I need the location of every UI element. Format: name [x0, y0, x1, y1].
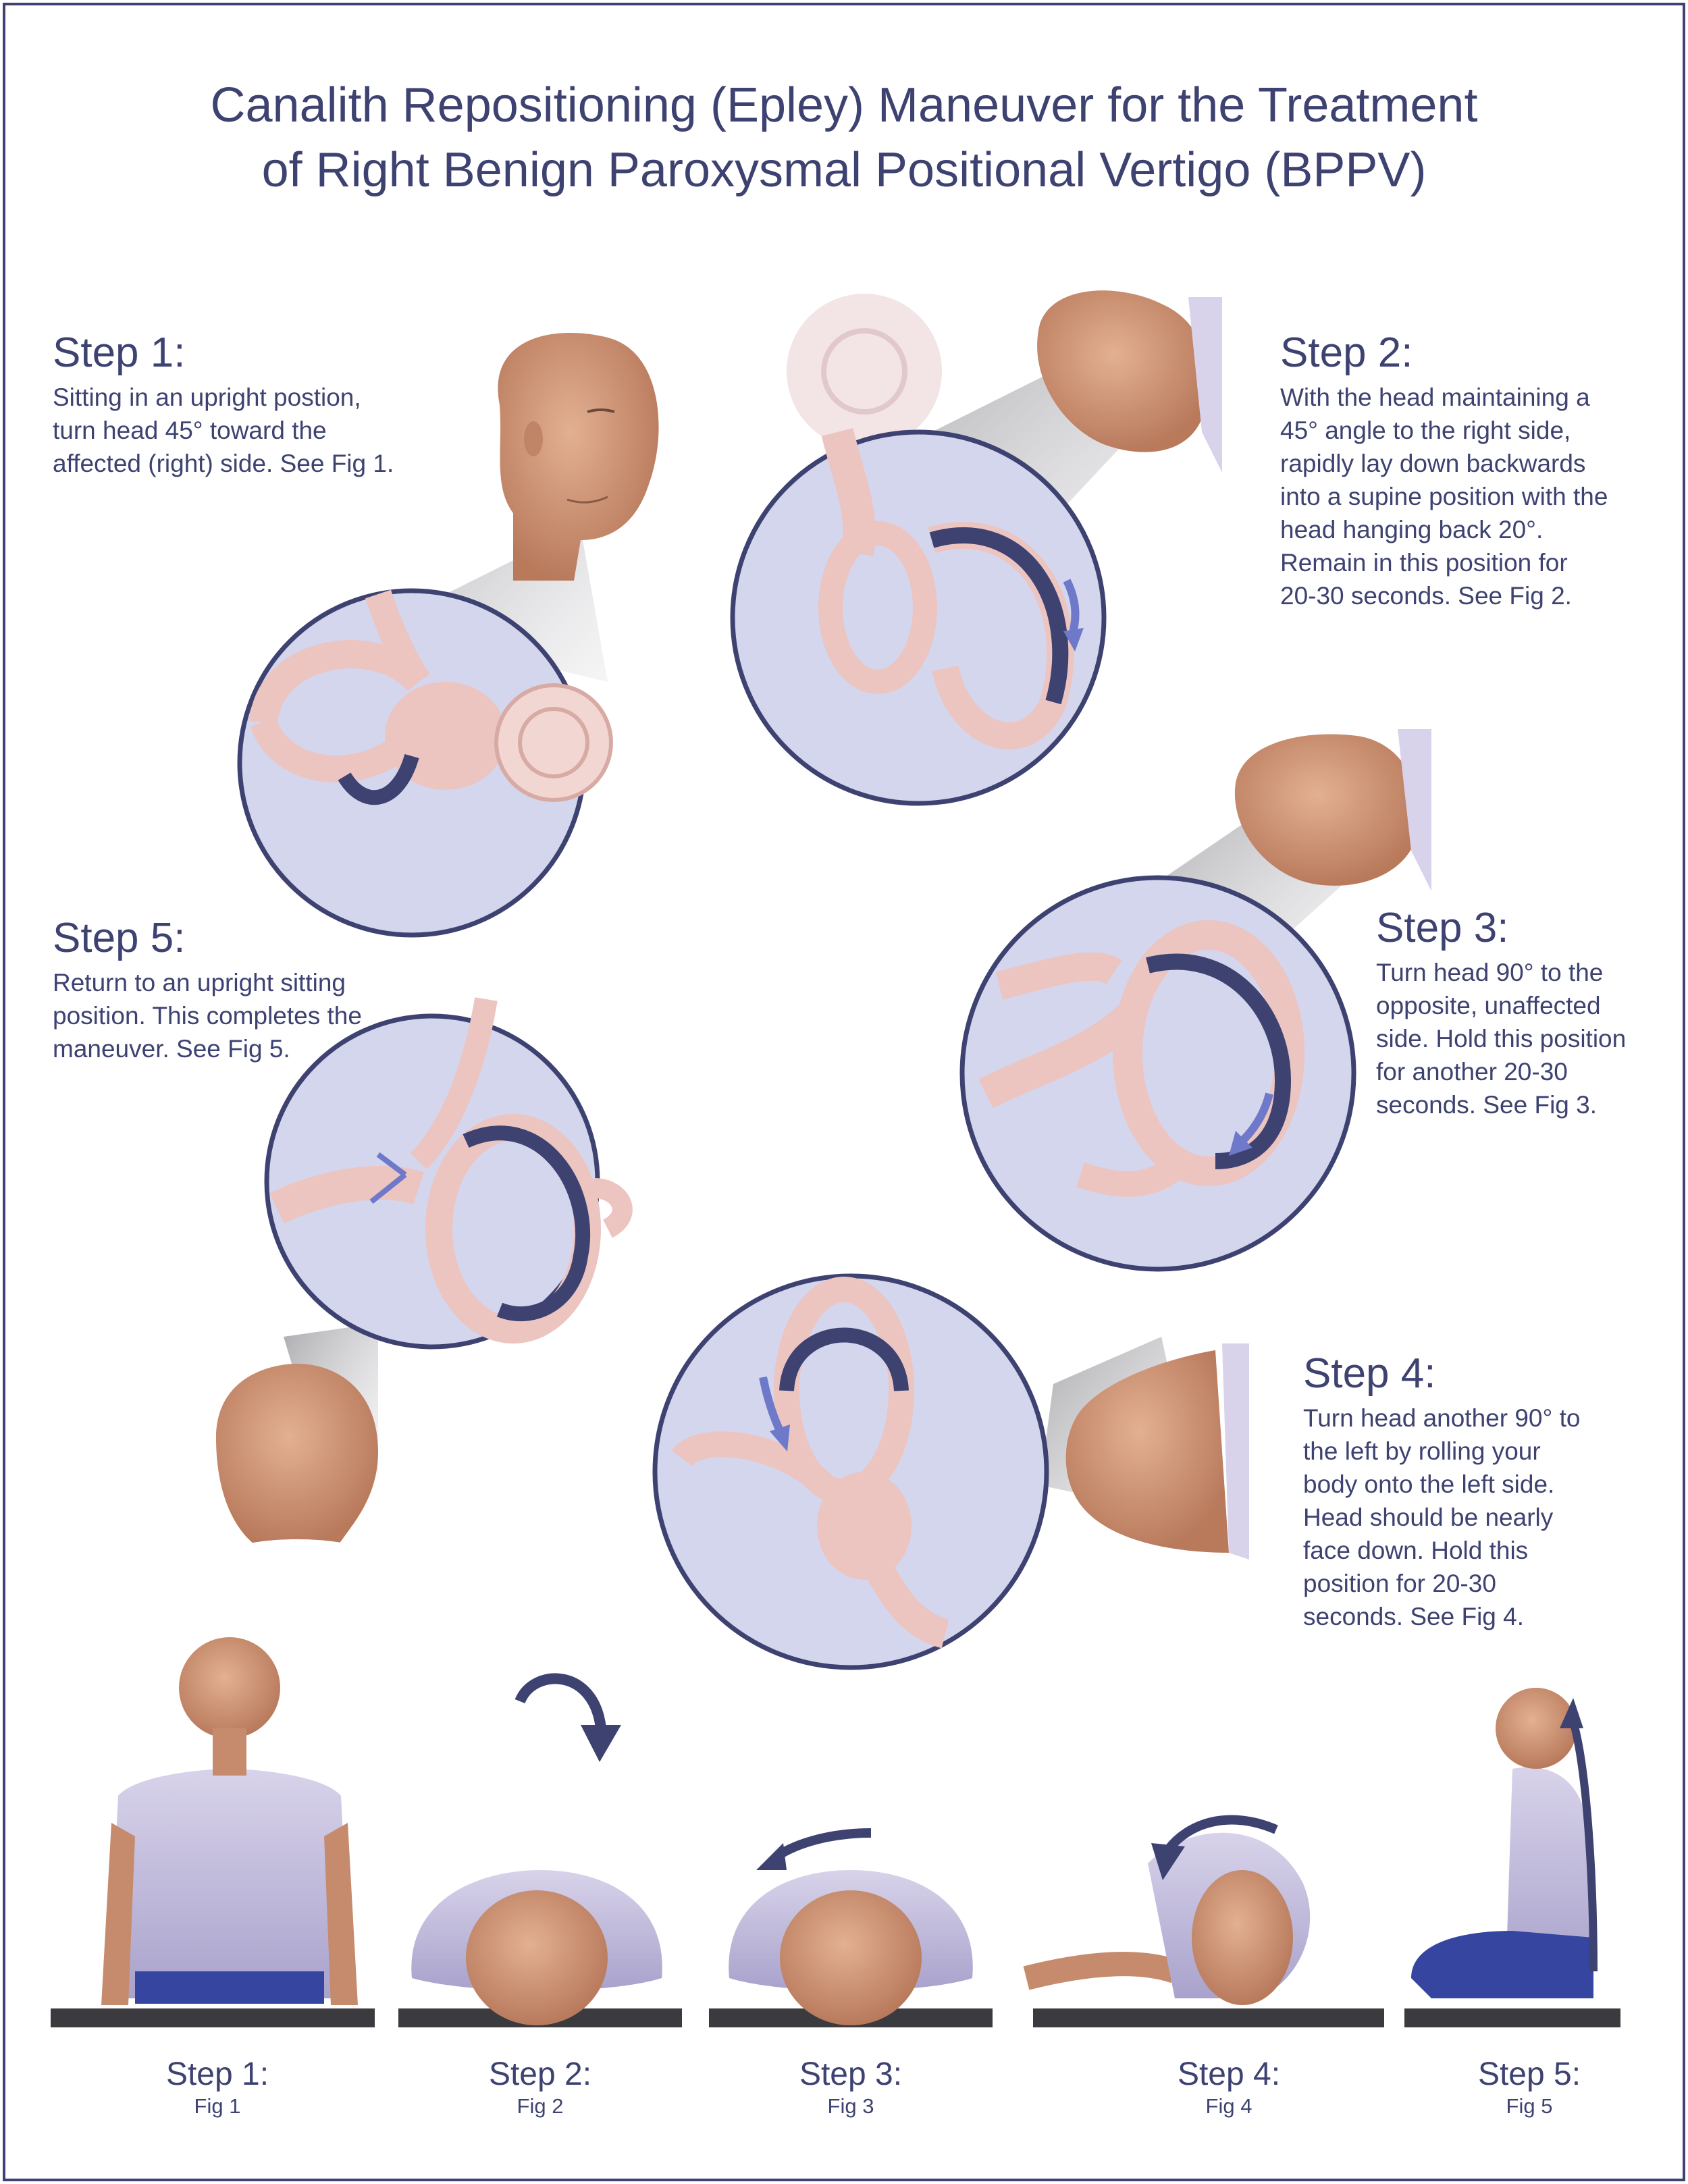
fig5-drawing [1404, 1688, 1620, 2027]
title-line-2: of Right Benign Paroxysmal Positional Ve… [261, 143, 1427, 197]
step4-illustration [652, 1273, 1249, 1670]
fig2-step-label: Step 2: [488, 2056, 592, 2092]
step2-head [1037, 290, 1222, 473]
fig4-drawing [1023, 1815, 1384, 2027]
fig4-label: Fig 4 [1205, 2094, 1252, 2118]
step5-line-2: position. This completes the [53, 1002, 362, 1030]
step4-line-7: seconds. See Fig 4. [1303, 1603, 1525, 1630]
step3-text-block: Step 3: Turn head 90° to the opposite, u… [1376, 905, 1673, 1121]
step3-head [1234, 729, 1431, 891]
step5-text-block: Step 5: Return to an upright sitting pos… [53, 915, 458, 1065]
step2-heading: Step 2: [1280, 329, 1413, 376]
fig3-arrow [774, 1828, 872, 1861]
step2-line-5: head hanging back 20°. [1280, 516, 1544, 543]
fig4-caption: Step 4: Fig 4 [1128, 2056, 1330, 2119]
title-line-1: Canalith Repositioning (Epley) Maneuver … [210, 78, 1478, 132]
fig5-arrow [1569, 1720, 1598, 1972]
fig4-arrow [1164, 1815, 1278, 1853]
step4-head [1065, 1343, 1249, 1560]
step5-canal-drawing [269, 997, 633, 1343]
fig3-drawing [709, 1828, 993, 2027]
step4-inner-ear-circle [652, 1273, 1049, 1670]
step2-line-1: With the head maintaining a [1280, 383, 1590, 411]
fig5-bench [1404, 2008, 1620, 2027]
fig4-step-label: Step 4: [1177, 2056, 1281, 2092]
fig3-step-label: Step 3: [799, 2056, 903, 2092]
step1-illustration [237, 333, 659, 938]
step4-line-5: face down. Hold this [1303, 1537, 1529, 1564]
step1-text-block: Step 1: Sitting in an upright postion, t… [53, 329, 458, 480]
step2-canal-drawing [818, 428, 1084, 750]
step3-line-1: Turn head 90° to the [1376, 959, 1604, 986]
step2-line-6: Remain in this position for [1280, 549, 1568, 577]
step1-canal-drawing [249, 589, 613, 805]
step2-cochlea [787, 294, 942, 449]
step5-heading: Step 5: [53, 915, 186, 961]
fig3-label: Fig 3 [827, 2094, 874, 2118]
step5-line-1: Return to an upright sitting [53, 969, 346, 996]
step3-line-4: for another 20-30 [1376, 1058, 1568, 1086]
fig2-caption: Step 2: Fig 2 [439, 2056, 641, 2119]
step3-line-5: seconds. See Fig 3. [1376, 1091, 1598, 1119]
step2-line-7: 20-30 seconds. See Fig 2. [1280, 582, 1572, 610]
fig3-caption: Step 3: Fig 3 [749, 2056, 952, 2119]
step3-heading: Step 3: [1376, 905, 1509, 951]
fig1-step-label: Step 1: [165, 2056, 269, 2092]
fig2-drawing [398, 1673, 682, 2027]
fig5-step-label: Step 5: [1477, 2056, 1581, 2092]
step3-line-3: side. Hold this position [1376, 1025, 1627, 1053]
step3-line-2: opposite, unaffected [1376, 992, 1601, 1019]
step3-canal-drawing [978, 920, 1304, 1197]
step1-line-1: Sitting in an upright postion, [53, 383, 361, 411]
page-border [3, 3, 1685, 2181]
step4-heading: Step 4: [1303, 1350, 1436, 1397]
fig1-drawing [51, 1637, 375, 2027]
fig1-bench [51, 2008, 375, 2027]
step4-text-block: Step 4: Turn head another 90° to the lef… [1303, 1350, 1654, 1633]
step1-line-2: turn head 45° toward the [53, 417, 327, 444]
step5-illustration [196, 997, 633, 1573]
step4-line-2: the left by rolling your [1303, 1437, 1541, 1465]
step4-line-1: Turn head another 90° to [1303, 1404, 1581, 1432]
step2-text-block: Step 2: With the head maintaining a 45° … [1280, 329, 1658, 612]
step4-line-6: position for 20-30 [1303, 1570, 1496, 1597]
step2-line-2: 45° angle to the right side, [1280, 417, 1571, 444]
step1-line-3: affected (right) side. See Fig 1. [53, 450, 394, 477]
fig2-label: Fig 2 [517, 2094, 564, 2118]
step3-illustration [959, 729, 1431, 1272]
fig5-label: Fig 5 [1506, 2094, 1553, 2118]
fig2-arrow [515, 1673, 606, 1730]
step4-canal-drawing [671, 1277, 950, 1649]
step2-illustration [730, 290, 1222, 806]
step4-line-4: Head should be nearly [1303, 1503, 1554, 1531]
step4-line-3: body onto the left side. [1303, 1470, 1555, 1498]
step2-line-4: into a supine position with the [1280, 483, 1608, 510]
step2-line-3: rapidly lay down backwards [1280, 450, 1586, 477]
fig1-label: Fig 1 [194, 2094, 241, 2118]
fig1-caption: Step 1: Fig 1 [116, 2056, 319, 2119]
fig4-bench [1033, 2008, 1384, 2027]
step5-line-3: maneuver. See Fig 5. [53, 1035, 290, 1063]
step1-head [498, 333, 659, 581]
step1-heading: Step 1: [53, 329, 186, 376]
fig5-caption: Step 5: Fig 5 [1428, 2056, 1631, 2119]
step5-head [196, 1364, 405, 1573]
page-title: Canalith Repositioning (Epley) Maneuver … [0, 73, 1688, 203]
